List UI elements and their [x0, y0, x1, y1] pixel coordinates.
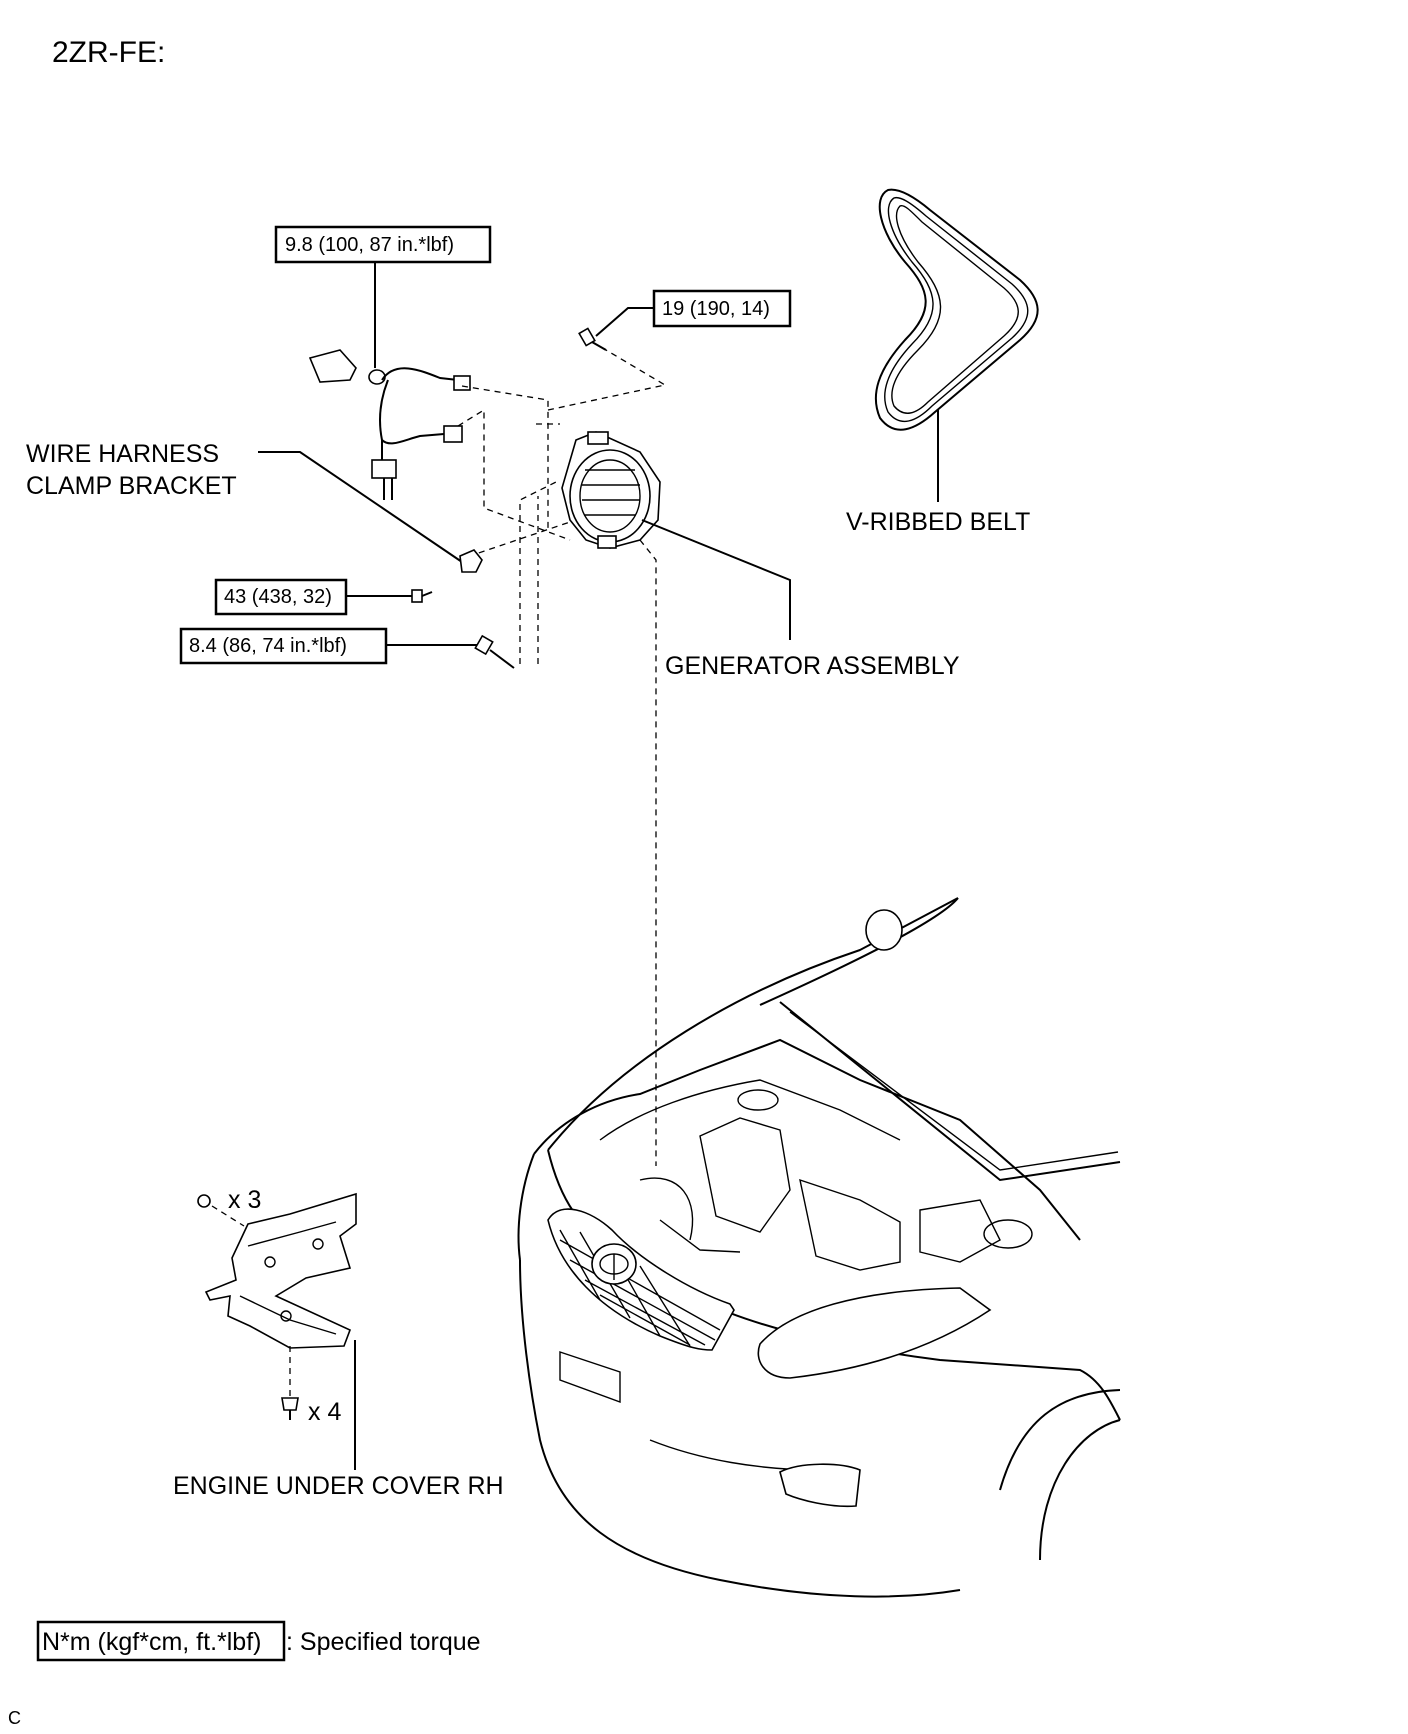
wire-harness — [308, 349, 471, 500]
torque-unit-legend: N*m (kgf*cm, ft.*lbf) — [42, 1628, 261, 1656]
clip-qty-top: x 3 — [228, 1186, 261, 1214]
upper-bolt — [578, 327, 607, 351]
torque-box-lower-bolt — [179, 627, 388, 665]
torque-unit-legend-text: : Specified torque — [286, 1628, 481, 1656]
v-ribbed-belt — [874, 188, 1039, 431]
alignment-lines — [457, 349, 667, 1166]
engine-under-cover — [204, 1192, 357, 1349]
lower-bolt — [474, 634, 515, 669]
torque-bracket-bolt: 43 (438, 32) — [224, 586, 332, 608]
vehicle-front-illustration — [517, 897, 1121, 1598]
bracket-bolt — [411, 589, 433, 603]
engine-under-cover-label: ENGINE UNDER COVER RH — [173, 1472, 504, 1500]
harness-nut — [368, 369, 386, 385]
under-cover-clip-top — [197, 1194, 245, 1227]
harness-connector-cap — [308, 349, 357, 383]
generator-assembly — [561, 431, 661, 549]
torque-upper-bolt: 19 (190, 14) — [662, 298, 770, 320]
torque-box-upper-bolt — [652, 289, 792, 328]
torque-box-harness-nut — [274, 225, 492, 264]
torque-box-bracket-bolt — [214, 578, 348, 616]
torque-harness-nut: 9.8 (100, 87 in.*lbf) — [285, 234, 454, 256]
engine-title: 2ZR-FE: — [52, 36, 165, 69]
under-cover-bolt-bottom — [281, 1346, 299, 1420]
clamp-bracket-leader — [258, 451, 463, 563]
torque-lower-bolt: 8.4 (86, 74 in.*lbf) — [189, 635, 347, 657]
upper-bolt-leader — [595, 307, 654, 337]
generator-assembly-label: GENERATOR ASSEMBLY — [665, 652, 960, 680]
wire-harness-label-line1: WIRE HARNESS — [26, 440, 219, 468]
generator-leader — [641, 519, 791, 640]
v-ribbed-belt-label: V-RIBBED BELT — [846, 508, 1030, 536]
footer-code: C — [8, 1708, 21, 1728]
clip-qty-bottom: x 4 — [308, 1398, 341, 1426]
torque-unit-legend-box — [36, 1620, 286, 1662]
wire-harness-label-line2: CLAMP BRACKET — [26, 472, 237, 500]
clamp-bracket — [459, 549, 483, 573]
